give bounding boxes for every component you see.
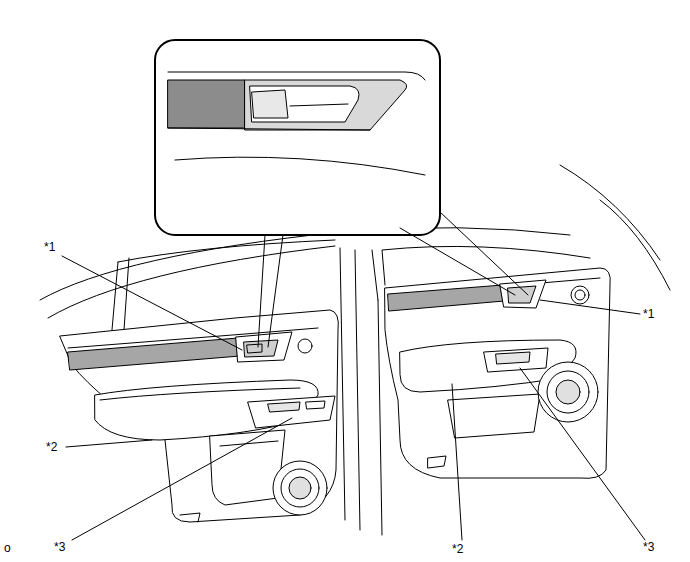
callout-number: *1 [643, 307, 654, 321]
callout-number: *3 [54, 540, 65, 554]
callout-number: *3 [643, 540, 654, 554]
figure-id: o [4, 541, 11, 555]
callout-number: *1 [44, 240, 55, 254]
callout-number: *2 [46, 440, 57, 454]
callout-number: *2 [452, 542, 463, 556]
